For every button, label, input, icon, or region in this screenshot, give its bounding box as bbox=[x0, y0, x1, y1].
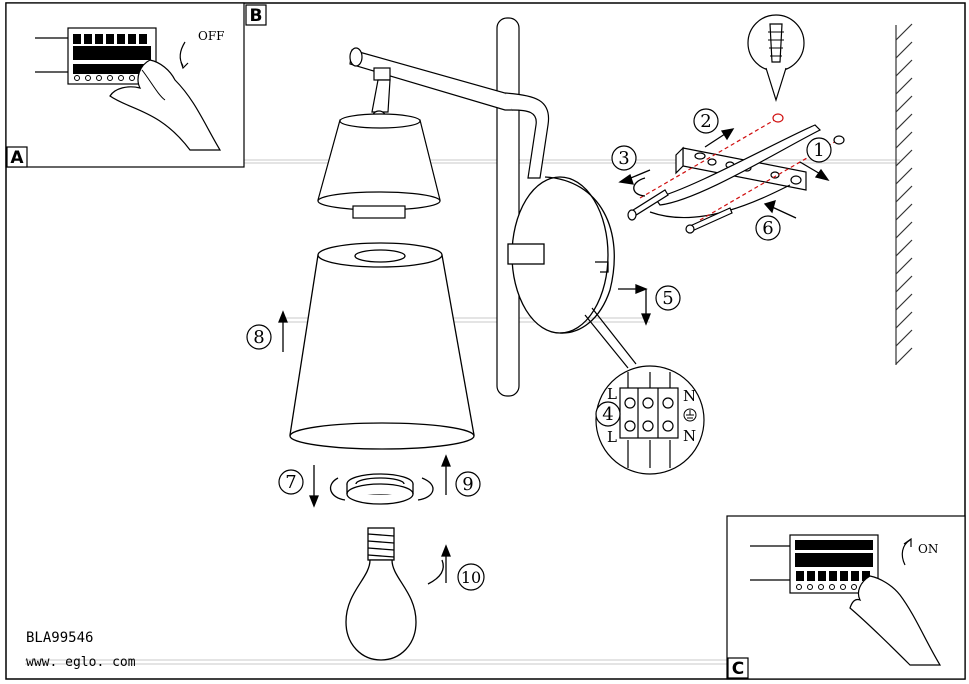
off-label: OFF bbox=[198, 29, 225, 43]
panel-a-label: A bbox=[10, 148, 24, 168]
step-10-label: 10 bbox=[461, 568, 481, 587]
ground-symbol-icon bbox=[683, 408, 697, 422]
panel-c-label: C bbox=[732, 659, 744, 679]
step-3-label: 3 bbox=[618, 148, 629, 169]
panel-b: B OFF bbox=[5, 2, 267, 168]
step-8-label: 8 bbox=[253, 327, 264, 348]
panel-b-label: B bbox=[250, 6, 263, 26]
wall-plug-icon bbox=[747, 14, 805, 103]
step-9-label: 9 bbox=[462, 474, 473, 495]
mounting-bracket bbox=[649, 124, 822, 219]
terminal-label-l-top: L bbox=[607, 385, 617, 403]
terminal-label-n-bottom: N bbox=[683, 427, 696, 445]
step-2-label: 2 bbox=[700, 111, 711, 132]
wall-canopy bbox=[507, 176, 615, 334]
terminal-label-l-bottom: L bbox=[607, 428, 617, 446]
panel-b-tag bbox=[245, 4, 267, 26]
terminal-callout bbox=[584, 307, 705, 475]
panel-c: C ON bbox=[726, 515, 966, 680]
step-4-label: 4 bbox=[602, 404, 613, 425]
step-markers bbox=[246, 108, 832, 591]
shade-ring bbox=[329, 473, 434, 505]
lampshade bbox=[289, 242, 475, 450]
terminal-label-n-top: N bbox=[683, 387, 696, 405]
page-frame bbox=[5, 2, 966, 680]
wall bbox=[895, 23, 913, 365]
step-1-label: 1 bbox=[813, 140, 824, 161]
model-number: BLA99546 bbox=[26, 630, 93, 646]
drill-hole bbox=[772, 113, 784, 123]
screw-icon bbox=[627, 189, 733, 234]
hand-switch-off-icon bbox=[35, 27, 222, 151]
lamp-holder bbox=[317, 113, 441, 219]
drill-hole bbox=[833, 135, 845, 145]
panel-c-tag bbox=[727, 657, 749, 679]
step-7-label: 7 bbox=[285, 472, 296, 493]
on-label: ON bbox=[918, 542, 938, 556]
website: www. eglo. com bbox=[26, 655, 136, 670]
step-6-label: 6 bbox=[762, 218, 773, 239]
alignment-lines bbox=[639, 117, 839, 221]
step-5-label: 5 bbox=[662, 288, 673, 309]
lamp-arm bbox=[349, 17, 550, 397]
panel-a-tag bbox=[6, 146, 28, 168]
light-bulb-icon bbox=[345, 527, 444, 661]
hand-switch-on-icon bbox=[750, 534, 942, 666]
direction-arrows bbox=[278, 128, 830, 583]
